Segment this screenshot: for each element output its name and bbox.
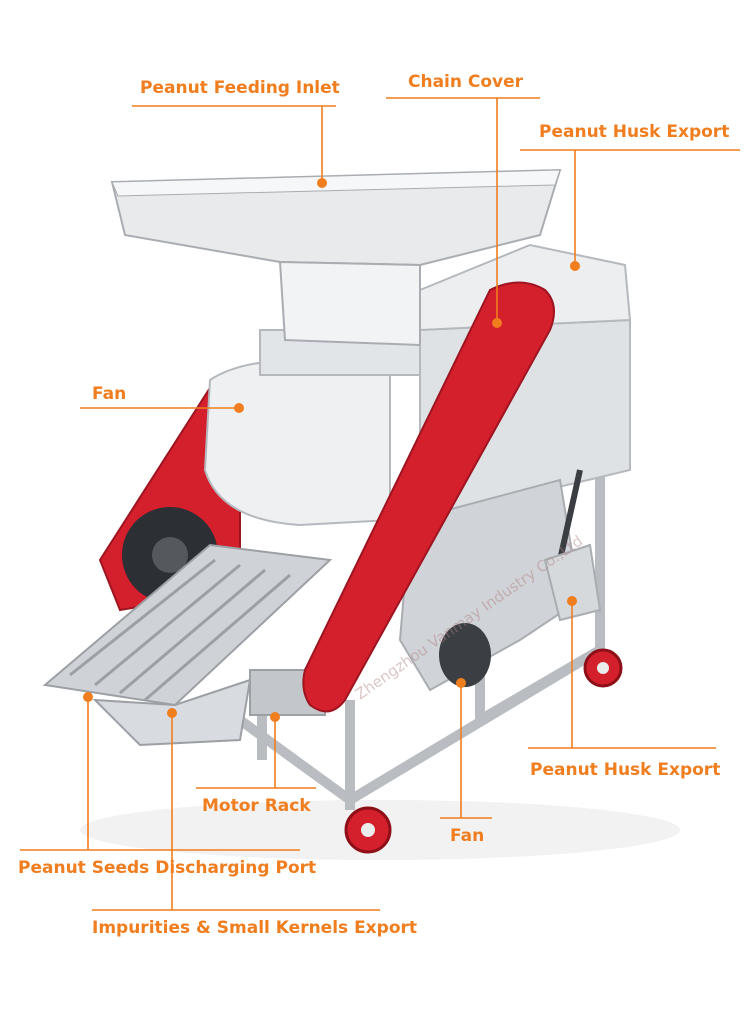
- wheel-front: [344, 806, 392, 854]
- lower-fan-outlet: [439, 623, 491, 687]
- chain-cover-plate: [302, 281, 555, 713]
- label-impurities-small-kernels-export: Impurities & Small Kernels Export: [92, 918, 418, 938]
- rear-husk-chute: [543, 543, 602, 622]
- label-peanut-seeds-discharging-port: Peanut Seeds Discharging Port: [18, 858, 317, 878]
- label-peanut-husk-export-top: Peanut Husk Export: [539, 122, 730, 142]
- label-fan-bottom: Fan: [450, 826, 485, 846]
- label-motor-rack: Motor Rack: [202, 796, 311, 816]
- label-fan-left: Fan: [92, 384, 127, 404]
- label-peanut-husk-export-bottom: Peanut Husk Export: [530, 760, 721, 780]
- sieve-tray: [42, 543, 333, 707]
- label-chain-cover: Chain Cover: [408, 72, 524, 92]
- hopper-throat: [278, 260, 421, 347]
- fan-drum: [203, 358, 391, 527]
- label-peanut-feeding-inlet: Peanut Feeding Inlet: [140, 78, 340, 98]
- wheel-rear: [583, 648, 623, 688]
